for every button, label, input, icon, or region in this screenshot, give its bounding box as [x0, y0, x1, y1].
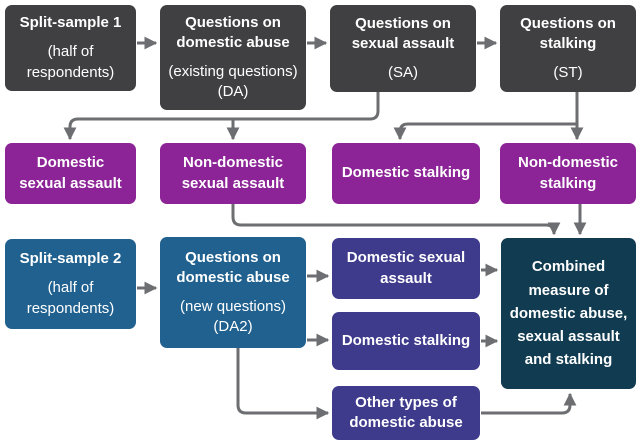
node-questions-sexual-assault: Questions on sexual assault (SA) [330, 5, 476, 92]
node-non-domestic-sexual-assault: Non-domestic sexual assault [160, 143, 306, 204]
node-subtitle: (new questions) (DA2) [180, 298, 286, 336]
node-title: Questions on domestic abuse [176, 248, 290, 286]
node-subtitle: (existing questions) (DA) [168, 63, 298, 101]
node-questions-domestic-abuse-da: Questions on domestic abuse (existing qu… [160, 5, 306, 110]
node-title: Split-sample 2 [19, 250, 122, 268]
node-other-types-domestic-abuse: Other types of domestic abuse [332, 386, 480, 440]
node-combined-measure: Combined measure of domestic abuse, sexu… [501, 238, 636, 389]
node-subtitle: (ST) [553, 64, 583, 82]
node-domestic-stalking-split1: Domestic stalking [332, 143, 480, 204]
node-title: Domestic sexual assault [19, 154, 122, 192]
node-title: Non-domestic sexual assault [181, 154, 285, 192]
node-domestic-sexual-assault-split2: Domestic sexual assault [332, 238, 480, 299]
connector-ndsa-to-combined [231, 204, 561, 236]
node-split-sample-1: Split-sample 1 (half of respondents) [5, 5, 136, 91]
node-title: Questions on domestic abuse [176, 13, 290, 51]
node-title: Non-domestic stalking [517, 154, 618, 192]
node-title: Questions on sexual assault [351, 14, 455, 52]
node-title: Split-sample 1 [19, 14, 122, 32]
node-non-domestic-stalking: Non-domestic stalking [500, 143, 636, 204]
node-title: Domestic stalking [341, 164, 471, 182]
node-subtitle: (half of respondents) [26, 43, 115, 81]
connector-da2-to-other [236, 348, 330, 420]
node-title: Combined measure of domestic abuse, sexu… [509, 258, 628, 369]
connector-other-to-combined [481, 392, 577, 415]
node-title: Questions on stalking [520, 14, 616, 52]
node-questions-stalking: Questions on stalking (ST) [500, 5, 636, 92]
node-title: Domestic sexual assault [346, 249, 466, 287]
node-domestic-sexual-assault-split1: Domestic sexual assault [5, 143, 136, 204]
connector-st-to-dst1 [393, 122, 577, 141]
node-split-sample-2: Split-sample 2 (half of respondents) [5, 239, 136, 329]
node-questions-domestic-abuse-da2: Questions on domestic abuse (new questio… [160, 237, 306, 348]
node-title: Domestic stalking [341, 331, 471, 349]
node-domestic-stalking-split2: Domestic stalking [332, 312, 480, 370]
node-subtitle: (half of respondents) [26, 279, 115, 317]
node-subtitle: (SA) [388, 64, 418, 82]
node-title: Other types of domestic abuse [349, 393, 463, 431]
